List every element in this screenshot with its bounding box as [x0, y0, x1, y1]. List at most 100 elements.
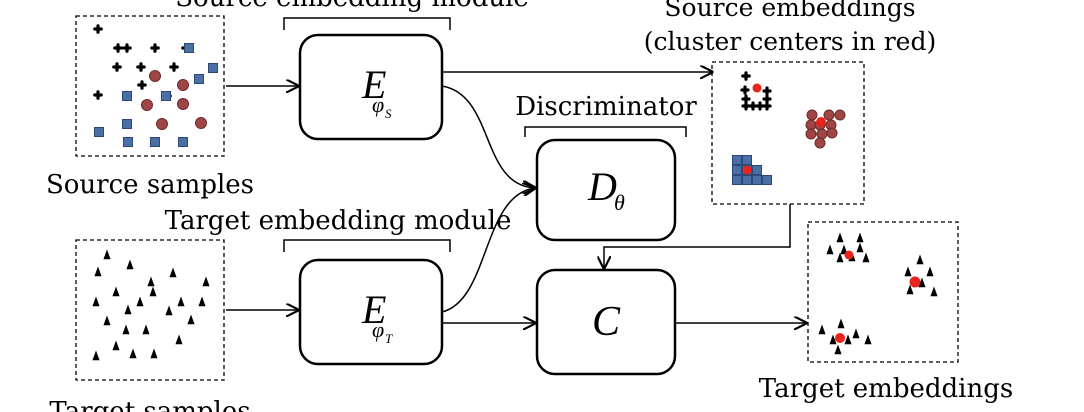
- target-embeddings-points: [818, 232, 938, 355]
- target-encoder-symbol: E: [361, 287, 386, 332]
- triangle-icon: [836, 232, 844, 243]
- source-embeddings-title: Source embeddings: [664, 0, 915, 22]
- blue-square-icon: [150, 137, 160, 147]
- triangle-icon: [103, 315, 111, 326]
- triangle-icon: [169, 267, 177, 278]
- red-circle-icon: [823, 109, 835, 121]
- black-point-icon: [122, 43, 132, 53]
- red-circle-icon: [156, 118, 168, 130]
- triangle-icon: [864, 334, 872, 345]
- blue-square-icon: [184, 43, 194, 53]
- cluster-center-icon: [752, 83, 762, 93]
- source-module-label: Source embedding module: [175, 0, 529, 13]
- triangle-icon: [906, 284, 914, 295]
- triangle-icon: [187, 314, 195, 325]
- target-samples-label: Target samples: [49, 397, 250, 412]
- black-point-icon: [741, 94, 751, 104]
- target-embeddings-panel: [807, 221, 959, 363]
- black-point-icon: [741, 71, 751, 81]
- blue-square-icon: [732, 165, 742, 175]
- blue-square-icon: [752, 165, 762, 175]
- triangle-icon: [926, 266, 934, 277]
- source-embeddings-points: [732, 71, 846, 185]
- red-circle-icon: [177, 79, 189, 91]
- discriminator-label: Discriminator: [515, 92, 697, 122]
- triangle-icon: [122, 324, 130, 335]
- red-circle-icon: [816, 128, 828, 140]
- blue-square-icon: [732, 155, 742, 165]
- triangle-icon: [837, 318, 845, 329]
- target-embeddings-label: Target embeddings: [759, 374, 1013, 404]
- triangle-icon: [834, 344, 842, 355]
- triangle-icon: [818, 324, 826, 335]
- black-point-icon: [113, 43, 123, 53]
- triangle-icon: [177, 296, 185, 307]
- triangle-icon: [856, 242, 864, 253]
- discriminator-subscript: θ: [614, 190, 625, 215]
- black-point-icon: [762, 101, 772, 111]
- triangle-icon: [826, 244, 834, 255]
- blue-square-icon: [161, 91, 171, 101]
- cluster-center-icon: [844, 250, 854, 260]
- blue-square-icon: [123, 137, 133, 147]
- triangle-icon: [844, 334, 852, 345]
- source-samples-label: Source samples: [46, 170, 254, 200]
- blue-square-icon: [122, 119, 132, 129]
- red-circle-icon: [805, 128, 817, 140]
- arrow-source-encoder-to-discriminator: [441, 85, 535, 188]
- target-samples-points: [92, 249, 210, 361]
- red-circle-icon: [834, 109, 846, 121]
- black-point-icon: [169, 62, 179, 72]
- discriminator-symbol: D: [587, 164, 617, 209]
- black-point-icon: [762, 94, 772, 104]
- triangle-icon: [856, 232, 864, 243]
- arrow-target-encoder-to-discriminator: [441, 188, 535, 313]
- source-module-bracket: [283, 17, 451, 30]
- black-point-icon: [748, 101, 758, 111]
- triangle-icon: [198, 296, 206, 307]
- red-circle-icon: [195, 117, 207, 129]
- triangle-icon: [150, 348, 158, 359]
- triangle-icon: [92, 350, 100, 361]
- cluster-center-icon: [816, 117, 826, 127]
- triangle-icon: [175, 334, 183, 345]
- cluster-center-icon: [909, 276, 921, 288]
- blue-square-icon: [208, 63, 218, 73]
- black-point-icon: [762, 86, 772, 96]
- triangle-icon: [930, 286, 938, 297]
- triangle-icon: [916, 254, 924, 265]
- triangle-icon: [829, 334, 837, 345]
- target-encoder-subsubscript: T: [385, 331, 393, 346]
- triangle-icon: [112, 340, 120, 351]
- red-circle-icon: [806, 109, 818, 121]
- blue-square-icon: [752, 175, 762, 185]
- discriminator-bracket: [524, 126, 687, 137]
- blue-square-icon: [178, 137, 188, 147]
- black-point-icon: [150, 43, 160, 53]
- triangle-icon: [836, 252, 844, 263]
- target-module-label: Target embedding module: [165, 206, 512, 236]
- classifier-symbol: C: [592, 299, 621, 345]
- triangle-icon: [147, 276, 155, 287]
- triangle-icon: [124, 304, 132, 315]
- triangle-icon: [94, 266, 102, 277]
- target-encoder-subscript: φ: [372, 317, 384, 342]
- black-point-icon: [741, 101, 751, 111]
- source-encoder-subscript: φ: [372, 92, 384, 117]
- black-point-icon: [755, 101, 765, 111]
- blue-square-icon: [762, 175, 772, 185]
- classifier-block: [535, 268, 677, 376]
- cluster-center-icon: [835, 333, 845, 343]
- black-point-icon: [112, 62, 122, 72]
- triangle-icon: [112, 286, 120, 297]
- red-circle-icon: [177, 98, 189, 110]
- triangle-icon: [904, 266, 912, 277]
- source-embeddings-subtitle: (cluster centers in red): [644, 27, 936, 56]
- triangle-icon: [92, 296, 100, 307]
- source-samples-panel: [75, 15, 225, 157]
- source-encoder-block: [298, 33, 444, 141]
- triangle-icon: [136, 296, 144, 307]
- red-circle-icon: [141, 99, 153, 111]
- triangle-icon: [126, 259, 134, 270]
